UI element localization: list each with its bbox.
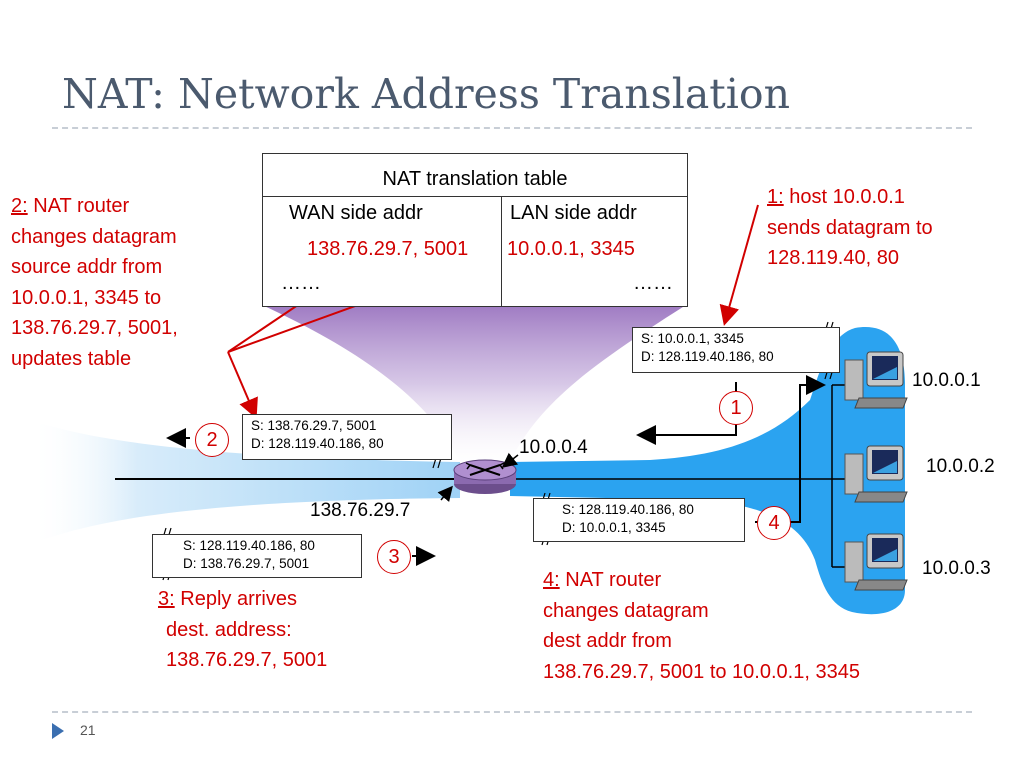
step-1-line2: sends datagram to — [767, 216, 933, 239]
packet-4-destination: D: 10.0.0.1, 3345 — [562, 520, 666, 535]
desktop-computer-icon — [844, 445, 908, 503]
packet-2-destination: D: 128.119.40.186, 80 — [251, 436, 384, 451]
packet-3: S: 128.119.40.186, 80 D: 138.76.29.7, 50… — [152, 534, 362, 578]
step-3-number: 3: — [158, 588, 175, 610]
page-number: 21 — [80, 722, 96, 738]
step-4-note: 4: NAT router changes datagram dest addr… — [543, 565, 860, 687]
step-2-badge: 2 — [195, 423, 229, 457]
step-4-line4: 138.76.29.7, 5001 to 10.0.0.1, 3345 — [543, 660, 860, 683]
nat-translation-table: NAT translation table WAN side addr LAN … — [262, 153, 688, 307]
nat-table-header-lan: LAN side addr — [510, 202, 637, 224]
step-1-text: host 10.0.0.1 — [789, 186, 905, 208]
nat-table-header-wan: WAN side addr — [289, 202, 423, 224]
host-2-label: 10.0.0.2 — [926, 456, 995, 477]
lan-region — [510, 327, 905, 615]
desktop-computer-icon — [844, 533, 908, 591]
nat-table-more-lan: …… — [633, 272, 673, 294]
step-2-number: 2: — [11, 195, 28, 217]
step-4-badge: 4 — [757, 506, 791, 540]
step-3-line2: dest. address: — [166, 618, 292, 641]
step-1-line3: 128.119.40, 80 — [767, 247, 899, 269]
step-3-badge: 3 — [377, 540, 411, 574]
nat-table-row-wan: 138.76.29.7, 5001 — [307, 238, 469, 260]
nat-table-caption: NAT translation table — [382, 168, 568, 190]
router-wan-ip-label: 138.76.29.7 — [310, 500, 411, 521]
host-3-label: 10.0.0.3 — [922, 558, 991, 579]
nat-table-more-wan: …… — [281, 272, 321, 294]
step-1-badge: 1 — [719, 391, 753, 425]
packet-2-source: S: 138.76.29.7, 5001 — [251, 418, 377, 433]
step-3-line3: 138.76.29.7, 5001 — [166, 649, 328, 671]
packet-4: S: 128.119.40.186, 80 D: 10.0.0.1, 3345 — [533, 498, 745, 542]
step-4-line3: dest addr from — [543, 630, 672, 652]
host-1-label: 10.0.0.1 — [912, 370, 981, 391]
packet-3-source: S: 128.119.40.186, 80 — [183, 538, 315, 553]
title-separator — [52, 127, 972, 129]
packet-4-source: S: 128.119.40.186, 80 — [562, 502, 694, 517]
nat-table-row-lan: 10.0.0.1, 3345 — [507, 238, 635, 260]
step-2-note: 2: NAT router changes datagram source ad… — [11, 191, 178, 374]
step-4-text: NAT router — [565, 569, 662, 591]
step-3-note: 3: Reply arrives dest. address: 138.76.2… — [158, 584, 327, 676]
packet-2: S: 138.76.29.7, 5001 D: 128.119.40.186, … — [242, 414, 452, 460]
step-4-number: 4: — [543, 569, 560, 591]
step-4-line2: changes datagram — [543, 599, 709, 622]
step-2-line6: updates table — [11, 347, 132, 370]
wan-link-glow — [30, 420, 460, 545]
packet-1-source: S: 10.0.0.1, 3345 — [641, 331, 744, 346]
footer-separator — [52, 711, 972, 713]
router-icon — [453, 459, 517, 494]
router-lan-ip-label: 10.0.0.4 — [519, 437, 588, 458]
slide-title: NAT: Network Address Translation — [62, 70, 790, 118]
desktop-computer-icon — [844, 351, 908, 409]
step-1-number: 1: — [767, 186, 784, 208]
step-2-text: NAT router — [33, 195, 130, 217]
packet-1: S: 10.0.0.1, 3345 D: 128.119.40.186, 80 — [632, 327, 840, 373]
packet-3-destination: D: 138.76.29.7, 5001 — [183, 556, 310, 571]
packet-1-destination: D: 128.119.40.186, 80 — [641, 349, 774, 364]
triangle-bullet-icon — [52, 723, 64, 739]
nat-table-beam — [262, 305, 686, 462]
step-1-note: 1: host 10.0.0.1 sends datagram to 128.1… — [767, 182, 933, 274]
step-2-line5: 138.76.29.7, 5001, — [11, 317, 178, 339]
step-2-line3: source addr from — [11, 256, 163, 278]
step-3-text: Reply arrives — [180, 588, 297, 610]
step-2-line2: changes datagram — [11, 225, 177, 248]
step-2-line4: 10.0.0.1, 3345 to — [11, 286, 162, 309]
